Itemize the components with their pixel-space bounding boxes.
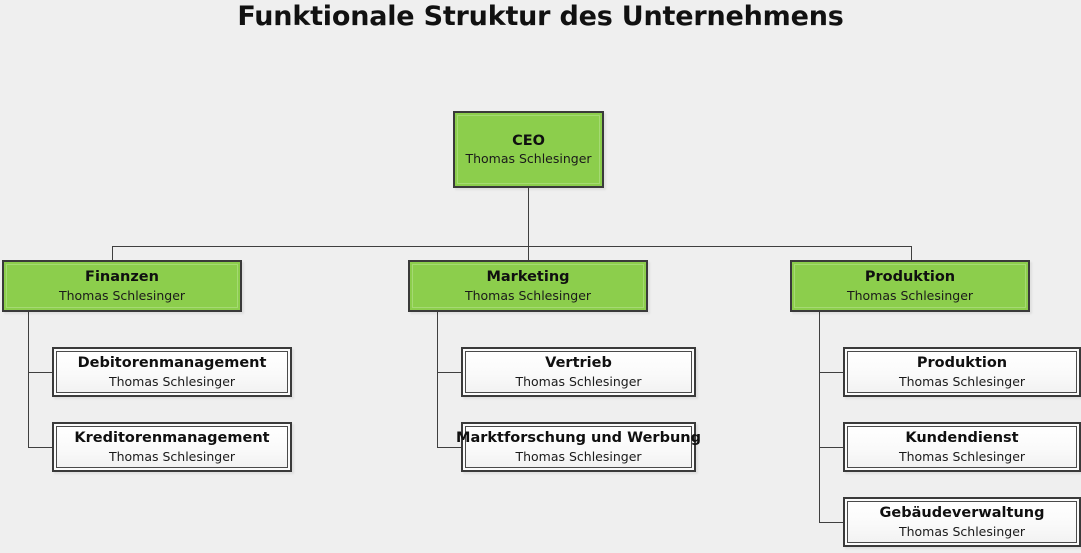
org-node-debitorenmanagement-inner: Debitorenmanagement Thomas Schlesinger	[56, 351, 288, 393]
org-node-person: Thomas Schlesinger	[465, 151, 592, 167]
org-node-ceo[interactable]: CEO Thomas Schlesinger	[453, 111, 604, 188]
connector-branch-produktion-sub	[819, 372, 844, 373]
connector-branch-debitorenmanagement	[28, 372, 53, 373]
connector-level2-bus	[112, 246, 912, 247]
connector-branch-kreditorenmanagement	[28, 447, 53, 448]
connector-branch-marktforschung	[437, 447, 462, 448]
org-node-person: Thomas Schlesinger	[515, 448, 642, 464]
org-node-produktion-inner: Produktion Thomas Schlesinger	[794, 264, 1026, 308]
connector-spine-marketing	[437, 311, 438, 447]
org-node-person: Thomas Schlesinger	[846, 287, 974, 303]
org-node-person: Thomas Schlesinger	[464, 287, 592, 303]
org-node-marktforschung-und-werbung[interactable]: Marktforschung und Werbung Thomas Schles…	[456, 422, 701, 472]
org-node-marketing-inner: Marketing Thomas Schlesinger	[412, 264, 644, 308]
org-node-person: Thomas Schlesinger	[58, 287, 186, 303]
org-node-person: Thomas Schlesinger	[898, 523, 1026, 539]
connector-branch-vertrieb	[437, 372, 462, 373]
org-node-marktforschung-und-werbung-inner: Marktforschung und Werbung Thomas Schles…	[456, 426, 701, 468]
org-node-kreditorenmanagement-inner: Kreditorenmanagement Thomas Schlesinger	[56, 426, 288, 468]
org-node-title: Produktion	[916, 355, 1008, 372]
connector-ceo-stem	[528, 188, 529, 246]
org-node-ceo-inner: CEO Thomas Schlesinger	[457, 115, 600, 184]
org-node-title: Gebäudeverwaltung	[879, 505, 1045, 522]
org-node-debitorenmanagement[interactable]: Debitorenmanagement Thomas Schlesinger	[52, 347, 292, 397]
connector-drop-marketing	[528, 246, 529, 260]
org-node-title: Marketing	[486, 269, 570, 286]
org-node-vertrieb[interactable]: Vertrieb Thomas Schlesinger	[461, 347, 696, 397]
org-node-title: Kundendienst	[905, 430, 1019, 447]
org-node-marketing[interactable]: Marketing Thomas Schlesinger	[408, 260, 648, 312]
connector-drop-produktion	[911, 246, 912, 260]
org-node-produktion[interactable]: Produktion Thomas Schlesinger	[790, 260, 1030, 312]
org-node-produktion-sub-inner: Produktion Thomas Schlesinger	[847, 351, 1077, 393]
org-node-person: Thomas Schlesinger	[108, 373, 236, 389]
connector-branch-kundendienst	[819, 447, 844, 448]
org-node-person: Thomas Schlesinger	[898, 448, 1026, 464]
org-node-title: Finanzen	[85, 269, 159, 286]
org-node-title: Marktforschung und Werbung	[456, 430, 701, 447]
connector-branch-gebaeudeverwaltung	[819, 522, 844, 523]
org-node-kreditorenmanagement[interactable]: Kreditorenmanagement Thomas Schlesinger	[52, 422, 292, 472]
org-node-title: Produktion	[864, 269, 956, 286]
org-node-finanzen[interactable]: Finanzen Thomas Schlesinger	[2, 260, 242, 312]
org-node-title: Debitorenmanagement	[77, 355, 267, 372]
org-node-kundendienst-inner: Kundendienst Thomas Schlesinger	[847, 426, 1077, 468]
org-node-person: Thomas Schlesinger	[898, 373, 1026, 389]
org-node-gebaeudeverwaltung-inner: Gebäudeverwaltung Thomas Schlesinger	[847, 501, 1077, 543]
org-node-gebaeudeverwaltung[interactable]: Gebäudeverwaltung Thomas Schlesinger	[843, 497, 1081, 547]
page-title: Funktionale Struktur des Unternehmens	[237, 1, 844, 32]
org-node-kundendienst[interactable]: Kundendienst Thomas Schlesinger	[843, 422, 1081, 472]
org-node-person: Thomas Schlesinger	[108, 448, 236, 464]
org-node-vertrieb-inner: Vertrieb Thomas Schlesinger	[465, 351, 692, 393]
org-node-person: Thomas Schlesinger	[515, 373, 642, 389]
connector-spine-produktion	[819, 311, 820, 522]
org-node-title: Vertrieb	[545, 355, 612, 372]
org-node-title: Kreditorenmanagement	[74, 430, 270, 447]
connector-spine-finanzen	[28, 311, 29, 447]
org-node-produktion-sub[interactable]: Produktion Thomas Schlesinger	[843, 347, 1081, 397]
org-node-title: CEO	[512, 132, 545, 149]
connector-drop-finanzen	[112, 246, 113, 260]
org-node-finanzen-inner: Finanzen Thomas Schlesinger	[6, 264, 238, 308]
